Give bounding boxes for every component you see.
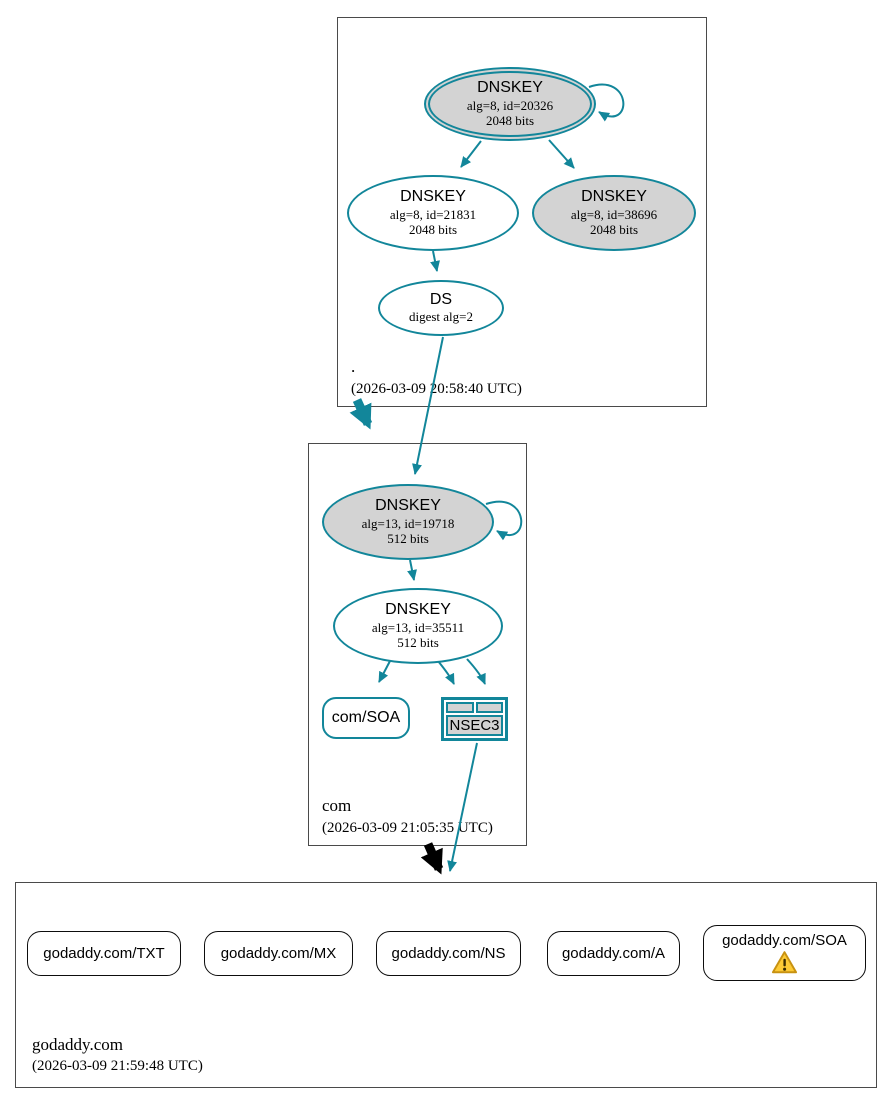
node-detail-bits: 2048 bits [485,113,535,129]
zone-timestamp-root: (2026-03-09 20:58:40 UTC) [351,381,522,397]
nsec3-header-row [446,702,503,713]
node-detail-bits: 2048 bits [589,222,639,238]
nsec3-cell-right [475,702,503,713]
node-com-soa[interactable]: com/SOA [322,697,410,739]
node-detail-alg: alg=8, id=38696 [570,206,658,222]
rrset-label: godaddy.com/A [561,945,666,962]
edge-delegation-com-godaddy-black [420,842,444,875]
node-ds[interactable]: DS digest alg=2 [378,280,504,336]
node-title: DNSKEY [375,497,441,515]
node-dnskey-35511[interactable]: DNSKEY alg=13, id=35511 512 bits [333,588,503,664]
node-godaddy-ns[interactable]: godaddy.com/NS [376,931,521,976]
node-title: DNSKEY [385,601,451,619]
rrset-label: godaddy.com/MX [220,945,337,962]
node-title: DNSKEY [581,188,647,206]
node-title: DS [429,291,453,308]
node-detail-alg: alg=13, id=19718 [361,515,455,531]
nsec3-label: NSEC3 [446,715,503,736]
nsec3-cell-left [446,702,474,713]
node-detail-bits: 2048 bits [408,222,458,238]
zone-timestamp-godaddy: (2026-03-09 21:59:48 UTC) [32,1058,203,1074]
node-godaddy-mx[interactable]: godaddy.com/MX [204,931,353,976]
zone-timestamp-com: (2026-03-09 21:05:35 UTC) [322,820,493,836]
zone-label-com: com [322,796,352,815]
node-detail-alg: alg=13, id=35511 [371,619,465,635]
warning-icon [771,951,798,974]
node-godaddy-txt[interactable]: godaddy.com/TXT [27,931,181,976]
node-detail-digest: digest alg=2 [408,309,474,325]
node-detail-bits: 512 bits [387,531,429,547]
zone-box-root [337,17,707,407]
node-dnskey-20326[interactable]: DNSKEY alg=8, id=20326 2048 bits [424,67,596,141]
node-dnskey-20326-body: DNSKEY alg=8, id=20326 2048 bits [428,71,592,137]
zone-label-godaddy: godaddy.com [32,1035,123,1054]
node-dnskey-19718[interactable]: DNSKEY alg=13, id=19718 512 bits [322,484,494,560]
node-detail-bits: 512 bits [397,635,439,651]
node-title: DNSKEY [477,79,543,97]
node-dnskey-21831[interactable]: DNSKEY alg=8, id=21831 2048 bits [347,175,519,251]
node-detail-alg: alg=8, id=21831 [389,206,477,222]
node-label: com/SOA [331,709,401,726]
rrset-label: godaddy.com/NS [391,945,506,962]
node-detail-alg: alg=8, id=20326 [466,97,554,113]
rrset-label: godaddy.com/SOA [722,932,847,949]
zone-label-root: . [351,357,356,376]
node-godaddy-a[interactable]: godaddy.com/A [547,931,680,976]
node-godaddy-soa[interactable]: godaddy.com/SOA [703,925,866,981]
zone-box-godaddy [15,882,877,1088]
node-dnskey-38696[interactable]: DNSKEY alg=8, id=38696 2048 bits [532,175,696,251]
node-title: DNSKEY [400,188,466,206]
rrset-label: godaddy.com/TXT [43,945,165,962]
node-nsec3[interactable]: NSEC3 [441,697,508,741]
